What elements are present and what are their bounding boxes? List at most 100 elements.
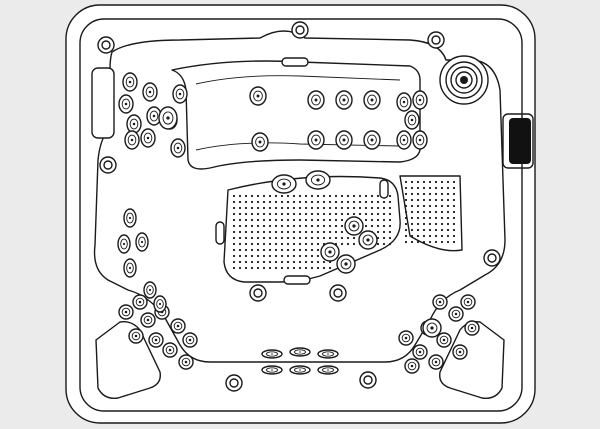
texture-dot — [316, 260, 320, 264]
texture-dot — [280, 206, 284, 210]
texture-dot — [404, 216, 408, 220]
texture-dot — [416, 240, 420, 244]
jet-icon — [148, 332, 164, 348]
jet-icon — [404, 358, 420, 374]
texture-dot — [310, 254, 314, 258]
texture-dot — [268, 194, 272, 198]
texture-dot — [370, 200, 374, 204]
side-slot-right — [379, 179, 389, 199]
texture-dot — [428, 228, 432, 232]
texture-dot — [370, 212, 374, 216]
texture-dot — [328, 218, 332, 222]
texture-dot — [340, 200, 344, 204]
texture-dot — [262, 206, 266, 210]
texture-dot — [434, 228, 438, 232]
texture-dot — [316, 266, 320, 270]
texture-dot — [310, 224, 314, 228]
jet-icon — [289, 347, 311, 357]
texture-dot — [428, 192, 432, 196]
texture-dot — [352, 194, 356, 198]
texture-dot — [286, 230, 290, 234]
filter-basket-icon — [439, 55, 489, 105]
texture-dot — [298, 242, 302, 246]
texture-dot — [268, 218, 272, 222]
texture-dot — [434, 204, 438, 208]
texture-dot — [440, 192, 444, 196]
texture-dot — [238, 242, 242, 246]
texture-dot — [322, 200, 326, 204]
corner-pad-left — [95, 320, 161, 399]
texture-dot — [256, 260, 260, 264]
texture-dot — [256, 230, 260, 234]
texture-dot — [304, 248, 308, 252]
texture-dot — [322, 224, 326, 228]
texture-dot — [292, 224, 296, 228]
texture-dot — [286, 194, 290, 198]
texture-dot — [238, 206, 242, 210]
jet-icon — [363, 130, 381, 150]
texture-dot — [256, 206, 260, 210]
texture-dot — [410, 186, 414, 190]
texture-dot — [376, 230, 380, 234]
texture-dot — [304, 194, 308, 198]
texture-dot — [404, 204, 408, 208]
texture-dot — [310, 218, 314, 222]
texture-dot — [274, 254, 278, 258]
texture-dot — [256, 242, 260, 246]
texture-dot — [410, 204, 414, 208]
texture-dot — [274, 230, 278, 234]
jet-icon — [170, 138, 186, 158]
texture-dot — [274, 200, 278, 204]
texture-dot — [446, 186, 450, 190]
texture-dot — [262, 248, 266, 252]
texture-dot — [376, 218, 380, 222]
texture-dot — [232, 194, 236, 198]
texture-dot — [304, 242, 308, 246]
texture-dot — [280, 224, 284, 228]
jet-icon — [398, 330, 414, 346]
texture-dot — [328, 224, 332, 228]
texture-dot — [298, 212, 302, 216]
texture-dot — [286, 224, 290, 228]
texture-dot — [238, 266, 242, 270]
texture-dot — [310, 248, 314, 252]
texture-dot — [316, 242, 320, 246]
texture-dot — [328, 230, 332, 234]
texture-dot — [304, 266, 308, 270]
texture-dot — [274, 212, 278, 216]
texture-dot — [292, 194, 296, 198]
texture-dot — [440, 180, 444, 184]
texture-dot — [238, 224, 242, 228]
texture-dot — [370, 206, 374, 210]
texture-dot — [434, 180, 438, 184]
texture-dot — [244, 218, 248, 222]
texture-dot — [364, 194, 368, 198]
texture-dot — [316, 254, 320, 258]
texture-dot — [388, 218, 392, 222]
texture-dot — [334, 236, 338, 240]
texture-dot — [404, 240, 408, 244]
texture-dot — [358, 206, 362, 210]
texture-dot — [280, 230, 284, 234]
texture-dot — [422, 216, 426, 220]
texture-dot — [404, 192, 408, 196]
texture-dot — [346, 212, 350, 216]
texture-dot — [346, 242, 350, 246]
texture-dot — [370, 224, 374, 228]
texture-dot — [340, 242, 344, 246]
jet-icon — [178, 354, 194, 370]
texture-dot — [422, 222, 426, 226]
texture-dot — [416, 186, 420, 190]
jet-icon — [307, 130, 325, 150]
texture-dot — [452, 198, 456, 202]
texture-dot — [364, 206, 368, 210]
texture-dot — [440, 228, 444, 232]
jet-icon — [170, 318, 186, 334]
texture-dot — [416, 222, 420, 226]
texture-dot — [310, 260, 314, 264]
texture-dot — [232, 254, 236, 258]
texture-dot — [410, 222, 414, 226]
jet-icon — [336, 254, 356, 274]
texture-dot — [440, 204, 444, 208]
